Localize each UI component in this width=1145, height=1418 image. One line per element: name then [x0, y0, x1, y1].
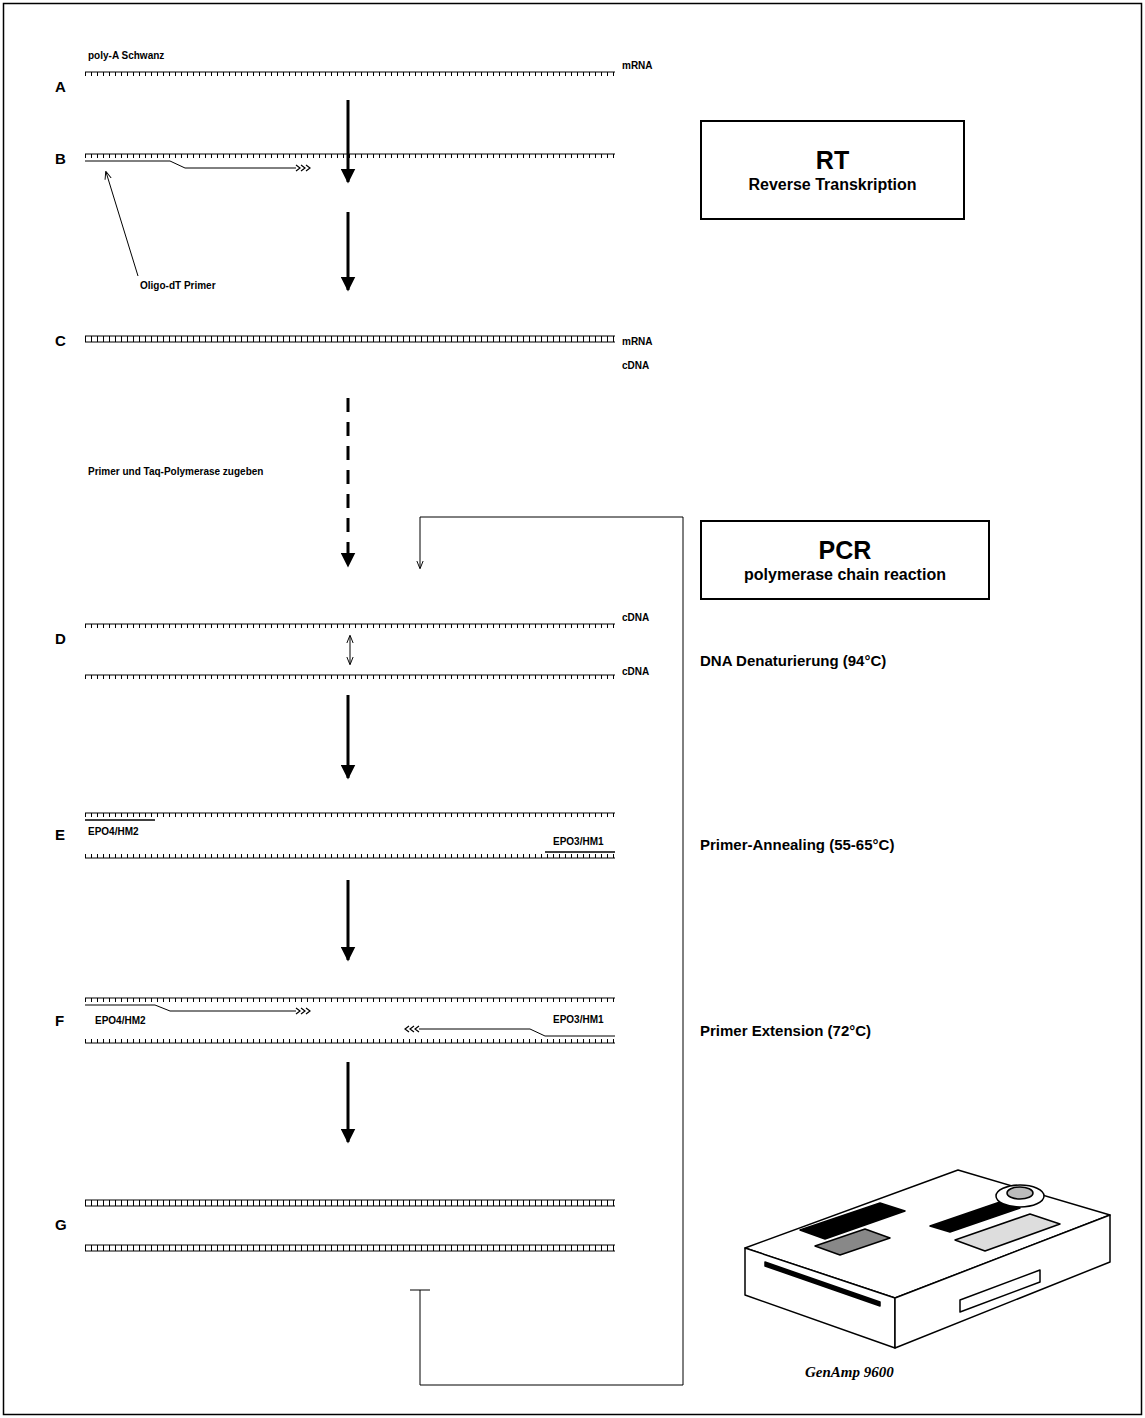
strand-label: Oligo-dT Primer [140, 280, 216, 292]
step-label: Primer-Annealing (55-65°C) [700, 836, 894, 853]
step-label: Primer Extension (72°C) [700, 1022, 871, 1039]
strand-label: poly-A Schwanz [88, 50, 164, 62]
step-letter: E [55, 826, 65, 843]
leader-line [106, 172, 138, 276]
strand-label: EPO3/HM1 [553, 836, 604, 848]
cycle-loop [420, 517, 683, 1385]
base-pairs [85, 1200, 615, 1206]
extension-head [296, 165, 300, 171]
step-arrow [347, 880, 350, 960]
box-subtitle: Reverse Transkription [748, 175, 916, 196]
primer [545, 851, 615, 853]
base-ticks [85, 675, 615, 679]
step-letter: A [55, 78, 66, 95]
strand-label: EPO4/HM2 [95, 1015, 146, 1027]
extension-head [405, 1026, 409, 1032]
extension-head [306, 1008, 310, 1014]
step-arrow [347, 695, 350, 778]
strand-label: EPO3/HM1 [553, 1014, 604, 1026]
extension-head [410, 1026, 414, 1032]
box-subtitle: polymerase chain reaction [744, 565, 946, 586]
extension-head [301, 165, 305, 171]
frame [4, 4, 1142, 1415]
extension-head [296, 1008, 300, 1014]
extension-head [306, 165, 310, 171]
strand-label: mRNA [622, 336, 653, 348]
stage-box: PCRpolymerase chain reaction [700, 520, 990, 600]
base-ticks [85, 813, 615, 817]
strand-label: cDNA [622, 612, 649, 624]
step-letter: C [55, 332, 66, 349]
box-heading: RT [816, 145, 849, 175]
primer-extension [419, 1029, 615, 1036]
cdna-extension [85, 161, 296, 168]
step-label: DNA Denaturierung (94°C) [700, 652, 886, 669]
step-letter: D [55, 630, 66, 647]
base-pairs [85, 336, 615, 342]
device-caption: GenAmp 9600 [805, 1364, 894, 1381]
denature-arrow [350, 636, 351, 664]
box-heading: PCR [819, 535, 872, 565]
strand-label: cDNA [622, 360, 649, 372]
base-ticks [85, 1039, 615, 1043]
base-ticks [85, 854, 615, 858]
strand-label: cDNA [622, 666, 649, 678]
thermocycler [745, 1170, 1110, 1348]
base-ticks [85, 72, 615, 76]
step-arrow [347, 212, 350, 290]
primer-extension [85, 1005, 296, 1011]
primer [85, 819, 155, 821]
base-ticks [85, 624, 615, 628]
base-pairs [85, 1245, 615, 1251]
strand-label: EPO4/HM2 [88, 826, 139, 838]
step-arrow [347, 100, 350, 182]
stage-box: RTReverse Transkription [700, 120, 965, 220]
base-ticks [85, 154, 615, 158]
step-arrow [347, 398, 350, 566]
extension-head [415, 1026, 419, 1032]
step-letter: B [55, 150, 66, 167]
strand-label: Primer und Taq-Polymerase zugeben [88, 466, 263, 478]
base-ticks [85, 998, 615, 1002]
step-letter: G [55, 1216, 67, 1233]
step-arrow [347, 1062, 350, 1142]
extension-head [301, 1008, 305, 1014]
strand-label: mRNA [622, 60, 653, 72]
step-letter: F [55, 1012, 64, 1029]
